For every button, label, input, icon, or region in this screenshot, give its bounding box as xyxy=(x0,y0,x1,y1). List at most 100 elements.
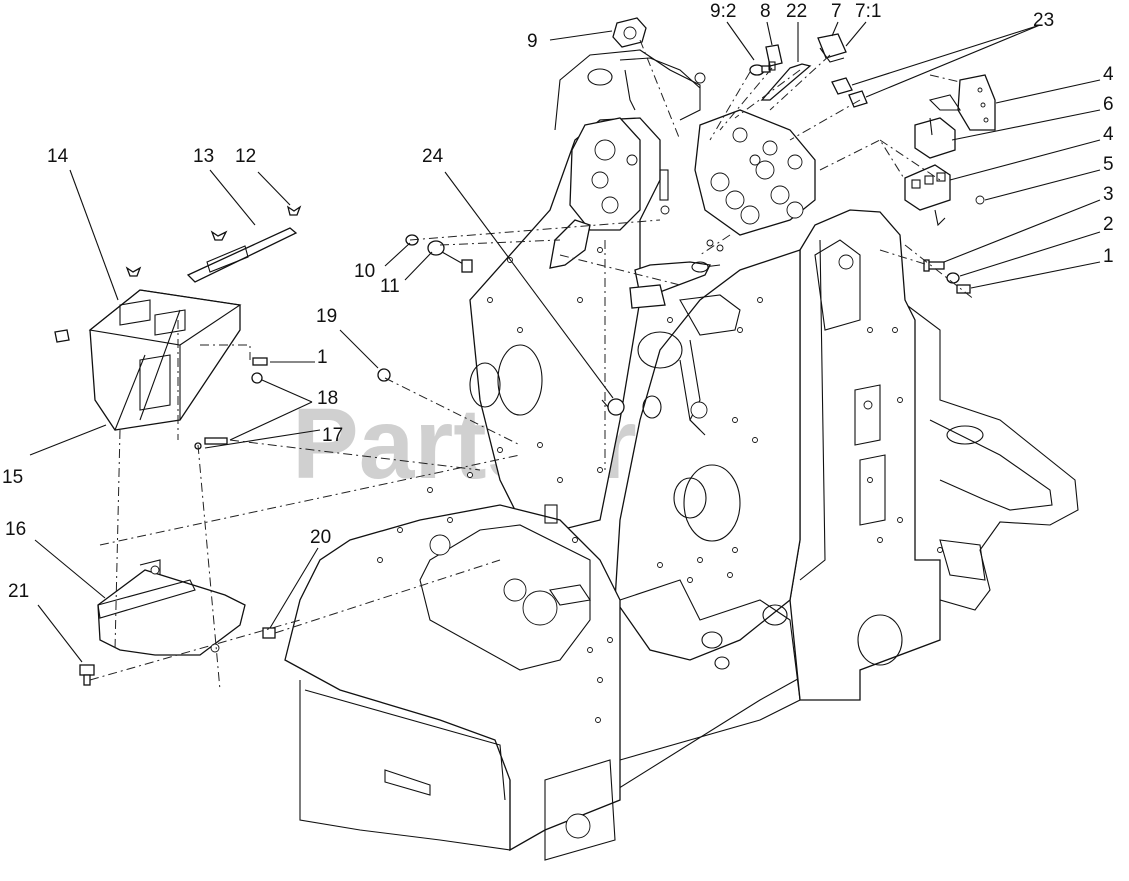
valve-handle xyxy=(549,219,591,269)
terminal-clamp xyxy=(54,329,70,343)
callout-14: 14 xyxy=(47,146,69,167)
linkage-pivot xyxy=(690,401,708,419)
callout-2: 2 xyxy=(1103,214,1114,235)
callout-labels: 9 9:2 8 22 7 7:1 23 4 6 4 5 3 2 1 14 13 … xyxy=(2,1,1114,602)
right-upright xyxy=(789,209,941,701)
callout-1-right: 1 xyxy=(1103,246,1114,267)
center-side-panel xyxy=(614,249,801,661)
lever-bracket xyxy=(679,294,741,336)
callout-16: 16 xyxy=(5,519,26,540)
frame-hole xyxy=(863,400,873,410)
battery-cap xyxy=(119,299,151,326)
left-cutout-small xyxy=(469,362,501,408)
base-frame-inner xyxy=(929,419,1053,511)
leader-lines xyxy=(29,21,1101,663)
front-lower-face-inner xyxy=(304,689,506,801)
battery-label xyxy=(139,354,171,411)
battery-tray xyxy=(97,569,246,656)
rail-hole-small xyxy=(714,656,730,670)
switch-item-8 xyxy=(765,44,783,71)
switch-item-7 xyxy=(817,33,847,63)
deck-boss xyxy=(429,534,451,556)
hose-connector xyxy=(629,284,666,309)
panel-cutout-small xyxy=(673,477,707,519)
small-washer xyxy=(716,244,724,252)
top-tube-2 xyxy=(624,69,636,111)
hold-down-rod xyxy=(139,309,181,421)
panel-cutout xyxy=(683,464,741,542)
spool-port xyxy=(591,171,609,189)
front-plate-right xyxy=(544,759,616,861)
small-washer xyxy=(706,239,714,247)
right-upright-tab xyxy=(814,239,861,331)
callout-18: 18 xyxy=(317,388,338,409)
hold-down-tab xyxy=(206,245,249,273)
ignition-switch xyxy=(612,17,647,48)
fitting-nut xyxy=(691,261,709,273)
callout-4-top: 4 xyxy=(1103,64,1114,85)
callout-11: 11 xyxy=(380,276,400,297)
callout-3: 3 xyxy=(1103,184,1114,205)
bolt-item-21 xyxy=(79,664,95,686)
battery-tray-lip xyxy=(139,559,161,575)
callout-10: 10 xyxy=(354,261,375,282)
spool-port xyxy=(594,139,616,161)
relay-bracket-item-4 xyxy=(928,74,996,131)
terminal-wing-nut xyxy=(125,205,302,277)
top-tower-hole xyxy=(587,68,613,86)
callout-9: 9 xyxy=(527,31,538,52)
frame-hole xyxy=(694,72,706,84)
bolt-item-1-left xyxy=(252,357,268,366)
panel-cutout-upper xyxy=(637,331,683,369)
tray-hole xyxy=(210,643,220,653)
rail-hole xyxy=(762,604,788,626)
callout-13: 13 xyxy=(193,146,214,167)
callout-6: 6 xyxy=(1103,94,1114,115)
callout-7: 7 xyxy=(831,1,842,22)
screw-item-5 xyxy=(975,195,985,205)
battery-tray-bracket xyxy=(97,579,196,619)
callout-9-2: 9:2 xyxy=(710,1,736,22)
rail-cutout xyxy=(857,614,903,666)
right-upright-slot2 xyxy=(859,454,886,526)
callout-21: 21 xyxy=(8,581,29,602)
top-tube xyxy=(619,57,701,89)
cap-item-18 xyxy=(251,372,263,384)
grommet-item-10-11 xyxy=(405,234,473,273)
battery-cap xyxy=(154,309,186,336)
relay-base-item-4 xyxy=(904,164,951,227)
callout-24: 24 xyxy=(422,146,444,167)
assembly-center-lines xyxy=(89,39,976,691)
top-components xyxy=(612,17,996,294)
connector-item-23 xyxy=(831,77,868,108)
spool-port xyxy=(601,196,619,214)
tray-hole xyxy=(150,565,160,575)
callout-12: 12 xyxy=(235,146,256,167)
deck-bracket xyxy=(549,584,591,606)
callout-8: 8 xyxy=(760,1,771,22)
frame-foot xyxy=(939,539,986,581)
callout-4-lower: 4 xyxy=(1103,124,1114,145)
battery-top xyxy=(88,289,242,346)
battery-cable xyxy=(114,354,146,431)
hold-down-bar xyxy=(186,227,298,283)
callout-1-left: 1 xyxy=(317,347,328,368)
bolt-item-17 xyxy=(204,437,228,445)
battery xyxy=(89,289,241,431)
small-washer xyxy=(660,205,670,215)
callout-19: 19 xyxy=(316,306,337,327)
left-cutout xyxy=(497,344,543,416)
washer-item-2 xyxy=(946,272,960,284)
ignition-key xyxy=(749,64,771,76)
lever-arm xyxy=(679,359,706,436)
small-pin xyxy=(659,169,669,201)
front-lower-box xyxy=(284,504,621,852)
deck-plate xyxy=(419,524,591,671)
deck-post xyxy=(544,504,558,524)
callout-20: 20 xyxy=(310,527,331,548)
frame-hole-pattern xyxy=(377,237,943,723)
frame-hole xyxy=(838,254,854,270)
right-lower-rail xyxy=(619,579,801,761)
callout-5: 5 xyxy=(1103,154,1114,175)
